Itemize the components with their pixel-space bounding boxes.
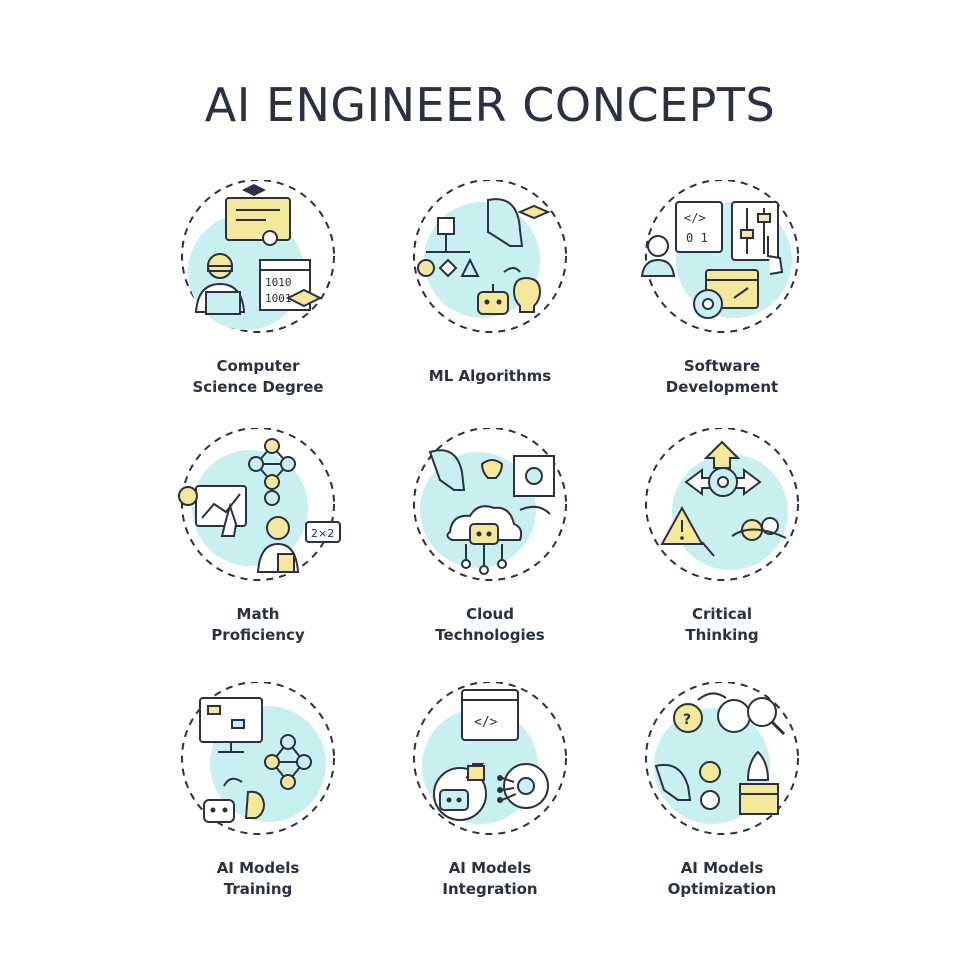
page-title: AI ENGINEER CONCEPTS — [204, 78, 776, 132]
math-bubble-text: 2×2 — [311, 527, 334, 540]
ai-models-integration-icon: </> — [370, 682, 610, 852]
math-proficiency-icon: 2×2 — [138, 428, 378, 598]
concept-label: Math Proficiency — [211, 605, 305, 644]
concept-card-critical-thinking: Critical Thinking — [602, 428, 842, 668]
software-development-icon: </> 0 1 — [602, 180, 842, 350]
concept-card-math-proficiency: 2×2 Math Proficiency — [138, 428, 378, 668]
concept-card-software-development: </> 0 1 Software Development — [602, 180, 842, 420]
concept-card-cloud-technologies: Cloud Technologies — [370, 428, 610, 668]
binary-text-2: 1001 — [265, 292, 292, 305]
code-tag-text: </> — [684, 211, 706, 225]
critical-thinking-icon — [602, 428, 842, 598]
concept-label: AI Models Training — [216, 859, 300, 898]
svg-text:?: ? — [683, 712, 691, 728]
concept-label: Computer Science Degree — [192, 357, 324, 396]
concept-card-ai-models-training: AI Models Training — [138, 682, 378, 922]
concept-card-ai-models-optimization: ? AI Models Optimization — [602, 682, 842, 922]
code-bits-text: 0 1 — [686, 231, 708, 245]
concept-label: AI Models Optimization — [667, 859, 777, 898]
binary-text-1: 1010 — [265, 276, 292, 289]
concept-label: AI Models Integration — [442, 859, 538, 898]
concept-label: ML Algorithms — [428, 367, 552, 385]
concept-card-ml-algorithms: ML Algorithms — [370, 180, 610, 420]
concept-card-ai-models-integration: </> AI Models Integration — [370, 682, 610, 922]
integration-code-text: </> — [474, 715, 498, 730]
concept-label: Critical Thinking — [685, 605, 759, 644]
ml-algorithms-icon — [370, 180, 610, 350]
concept-label: Cloud Technologies — [435, 605, 545, 644]
computer-science-degree-icon: 1010 1001 — [138, 180, 378, 350]
concept-card-computer-science-degree: 1010 1001 Computer Science Degree — [138, 180, 378, 420]
cloud-technologies-icon — [370, 428, 610, 598]
concept-label: Software Development — [665, 357, 779, 396]
ai-models-optimization-icon: ? — [602, 682, 842, 852]
ai-models-training-icon — [138, 682, 378, 852]
